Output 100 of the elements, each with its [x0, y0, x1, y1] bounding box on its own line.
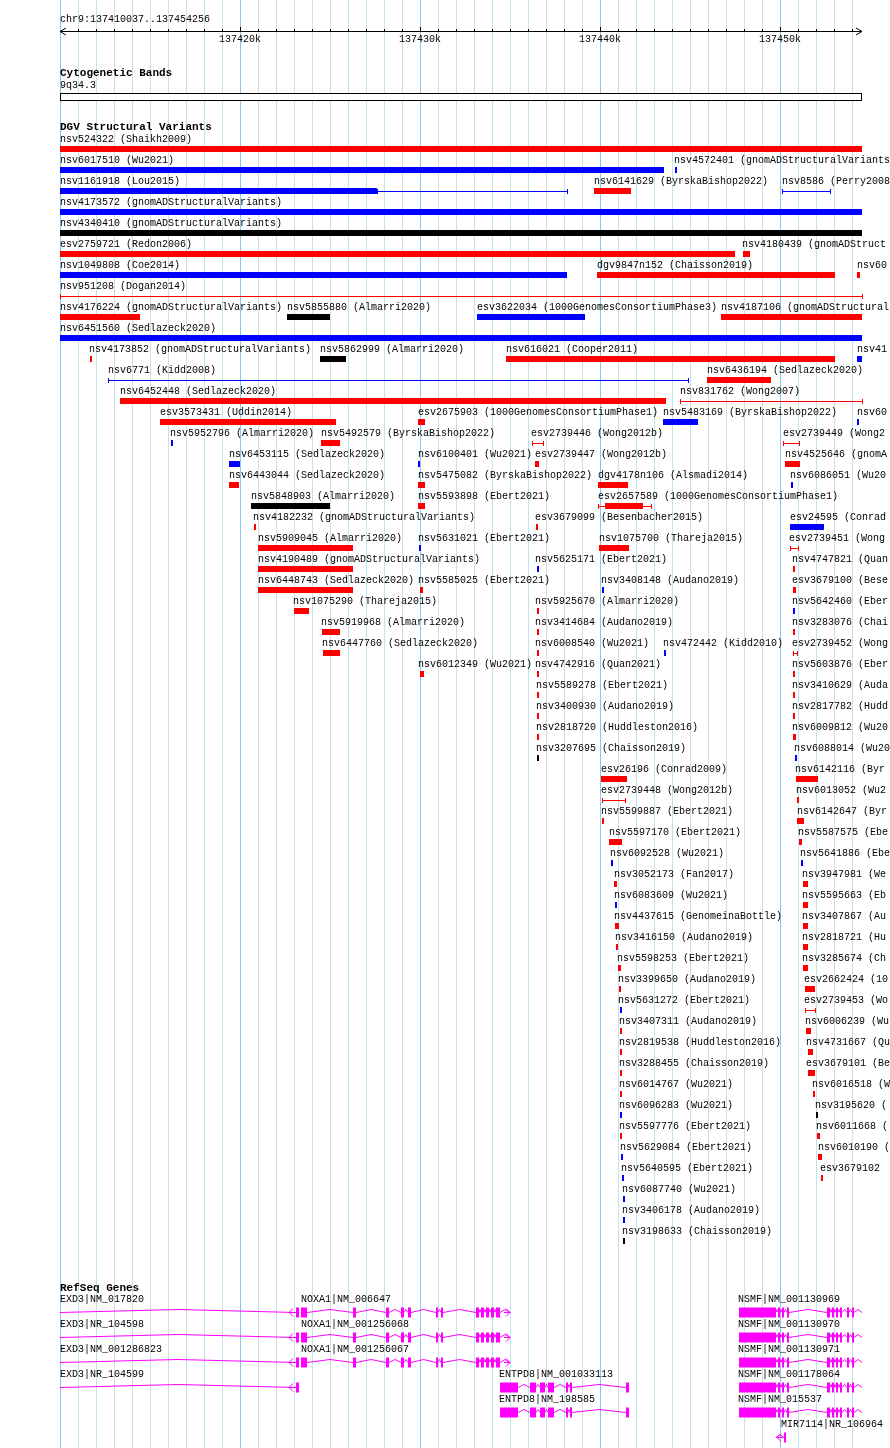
variant-label: nsv6016518 (W — [812, 1079, 890, 1091]
variant-label: nsv951208 (Dogan2014) — [60, 281, 187, 293]
variant-label: nsv1161918 (Lou2015) — [60, 176, 181, 188]
gene-label: MIR7114|NR_106964 — [781, 1419, 884, 1431]
gene-label: NSMF|NM_001178064 — [738, 1369, 841, 1381]
variant-label: nsv5593898 (Ebert2021) — [418, 491, 551, 503]
variant-label: nsv6012349 (Wu2021) — [418, 659, 533, 671]
variant-label: nsv4180439 (gnomADStruct — [742, 239, 887, 251]
variant-label: nsv472442 (Kidd2010) — [663, 638, 784, 650]
variant-label: nsv6088014 (Wu20 — [794, 743, 890, 755]
variant-label: nsv3410629 (Auda — [792, 680, 888, 692]
variant-label: nsv3406178 (Audano2019) — [622, 1205, 761, 1217]
variant-label: nsv6771 (Kidd2008) — [108, 365, 217, 377]
gene-label: EXD3|NR_104598 — [60, 1319, 144, 1331]
variant-label: nsv5855880 (Almarri2020) — [287, 302, 432, 314]
gene-label: EXD3|NM_017820 — [60, 1294, 144, 1306]
variant-label: nsv6453115 (Sedlazeck2020) — [229, 449, 386, 461]
variant-label: esv3573431 (Uddin2014) — [160, 407, 293, 419]
variant-label: nsv5598253 (Ebert2021) — [617, 953, 750, 965]
variant-label: nsv4182232 (gnomADStructuralVariants) — [253, 512, 476, 524]
variant-label: nsv3198633 (Chaisson2019) — [622, 1226, 773, 1238]
variant-label: dgv4178n106 (Alsmadi2014) — [598, 470, 749, 482]
variant-label: esv2739447 (Wong2012b) — [535, 449, 668, 461]
variant-label: nsv524322 (Shaikh2009) — [60, 134, 193, 146]
tick-label: 137450k — [759, 34, 801, 46]
gene-label: NSMF|NM_001130971 — [738, 1344, 841, 1356]
variant-label: nsv60 — [857, 407, 887, 419]
variant-label: nsv6447760 (Sedlazeck2020) — [322, 638, 479, 650]
variant-label: nsv6141629 (ByrskaBishop2022) — [594, 176, 769, 188]
variant-label: nsv4176224 (gnomADStructuralVariants) — [60, 302, 283, 314]
variant-label: nsv2819538 (Huddleston2016) — [619, 1037, 782, 1049]
variant-label: nsv5483169 (ByrskaBishop2022) — [663, 407, 838, 419]
variant-label: nsv6448743 (Sedlazeck2020) — [258, 575, 415, 587]
variant-label: nsv5909045 (Almarri2020) — [258, 533, 403, 545]
variant-label: nsv6008540 (Wu2021) — [535, 638, 650, 650]
variant-label: nsv4187106 (gnomADStructural — [721, 302, 890, 314]
variant-label: nsv4731667 (Qu — [806, 1037, 890, 1049]
variant-label: nsv6092528 (Wu2021) — [610, 848, 725, 860]
variant-label: esv2675903 (1000GenomesConsortiumPhase1) — [418, 407, 659, 419]
variant-label: nsv2817782 (Hudd — [792, 701, 888, 713]
gene-label: EXD3|NM_001286823 — [60, 1344, 163, 1356]
variant-label: nsv5597776 (Ebert2021) — [619, 1121, 752, 1133]
variant-label: esv24595 (Conrad — [790, 512, 886, 524]
variant-label: nsv5642460 (Eber — [792, 596, 888, 608]
variant-label: nsv5862999 (Almarri2020) — [320, 344, 465, 356]
variant-label: nsv5475082 (ByrskaBishop2022) — [418, 470, 593, 482]
variant-label: nsv5641886 (Ebe — [800, 848, 890, 860]
variant-label: esv2739446 (Wong2012b) — [531, 428, 664, 440]
gene-label: NOXA1|NM_001256068 — [301, 1319, 410, 1331]
variant-label: esv26196 (Conrad2009) — [601, 764, 728, 776]
variant-label: nsv5599887 (Ebert2021) — [601, 806, 734, 818]
variant-label: nsv3947981 (We — [802, 869, 886, 881]
variant-label: esv3679101 (Be — [806, 1058, 890, 1070]
variant-label: nsv6086051 (Wu20 — [790, 470, 886, 482]
variant-label: nsv6011668 ( — [816, 1121, 888, 1133]
gene-label: NOXA1|NM_001256067 — [301, 1344, 410, 1356]
variant-label: nsv3407867 (Au — [802, 911, 886, 923]
variant-label: nsv4190489 (gnomADStructuralVariants) — [258, 554, 481, 566]
variant-label: nsv3416150 (Audano2019) — [615, 932, 754, 944]
variant-label: nsv3195620 ( — [815, 1100, 887, 1112]
variant-label: nsv6087740 (Wu2021) — [622, 1184, 737, 1196]
variant-label: nsv1075700 (Thareja2015) — [599, 533, 744, 545]
variant-label: nsv5587575 (Ebe — [798, 827, 888, 839]
variant-label: esv2739452 (Wong — [792, 638, 888, 650]
variant-label: nsv4340410 (gnomADStructuralVariants) — [60, 218, 283, 230]
cytoband-label: 9q34.3 — [60, 80, 96, 92]
variant-label: nsv6452448 (Sedlazeck2020) — [120, 386, 277, 398]
variant-label: nsv6096283 (Wu2021) — [619, 1100, 734, 1112]
variant-label: nsv5631272 (Ebert2021) — [618, 995, 751, 1007]
variant-label: nsv3399650 (Audano2019) — [618, 974, 757, 986]
variant-label: nsv5631021 (Ebert2021) — [418, 533, 551, 545]
variant-label: nsv6013052 (Wu2 — [796, 785, 886, 797]
coordinate-label: chr9:137410037..137454256 — [60, 14, 211, 26]
gene-label: NSMF|NM_001130969 — [738, 1294, 841, 1306]
variant-label: nsv6142116 (Byr — [795, 764, 885, 776]
gene-label: ENTPD8|NM_001033113 — [499, 1369, 614, 1381]
tick-label: 137430k — [399, 34, 441, 46]
variant-label: nsv3408148 (Audano2019) — [601, 575, 740, 587]
variant-label: nsv5848903 (Almarri2020) — [251, 491, 396, 503]
variant-label: nsv5625171 (Ebert2021) — [535, 554, 668, 566]
variant-label: esv2759721 (Redon2006) — [60, 239, 193, 251]
variant-label: nsv6443044 (Sedlazeck2020) — [229, 470, 386, 482]
variant-label: nsv6009812 (Wu20 — [792, 722, 888, 734]
gene-label: NOXA1|NM_006647 — [301, 1294, 391, 1306]
variant-label: nsv6010190 ( — [818, 1142, 890, 1154]
variant-label: nsv4173852 (gnomADStructuralVariants) — [89, 344, 312, 356]
tick-label: 137440k — [579, 34, 621, 46]
gene-label: ENTPD8|NM_198585 — [499, 1394, 595, 1406]
variant-label: nsv831762 (Wong2007) — [680, 386, 801, 398]
variant-label: nsv5595663 (Eb — [802, 890, 886, 902]
variant-label: nsv5597170 (Ebert2021) — [609, 827, 742, 839]
track-title: DGV Structural Variants — [60, 121, 212, 133]
variant-label: nsv5919968 (Almarri2020) — [321, 617, 466, 629]
variant-label: nsv5952796 (Almarri2020) — [170, 428, 315, 440]
variant-label: nsv2818720 (Huddleston2016) — [536, 722, 699, 734]
variant-label: nsv6100401 (Wu2021) — [418, 449, 533, 461]
variant-label: nsv3288455 (Chaisson2019) — [619, 1058, 770, 1070]
variant-label: nsv616021 (Cooper2011) — [506, 344, 639, 356]
variant-label: nsv6014767 (Wu2021) — [619, 1079, 734, 1091]
gene-label: EXD3|NR_104599 — [60, 1369, 144, 1381]
